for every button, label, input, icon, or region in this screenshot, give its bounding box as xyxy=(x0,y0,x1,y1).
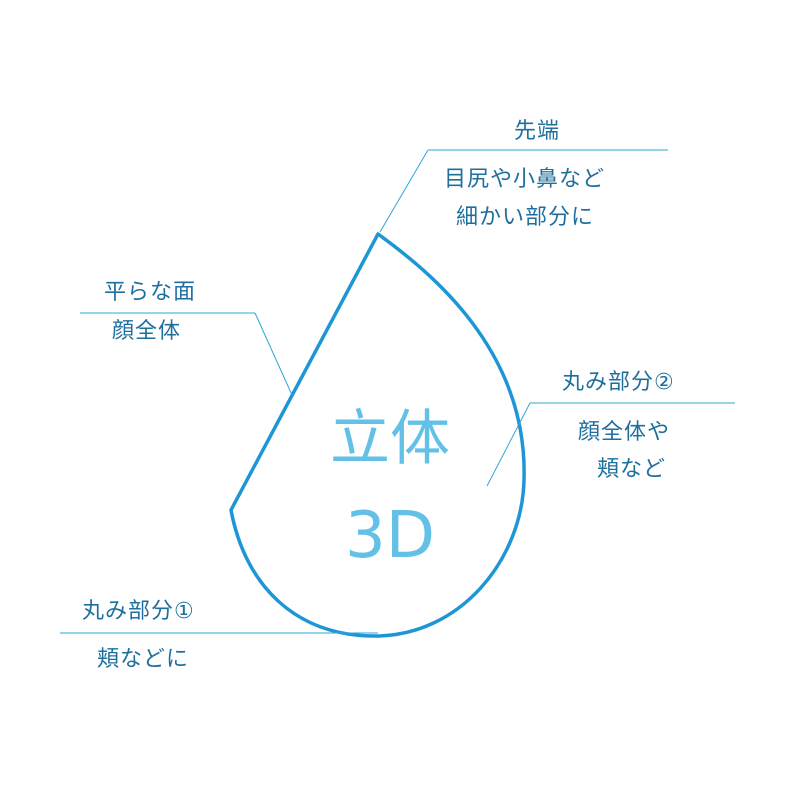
round2-line-1: 顔全体や xyxy=(578,420,671,445)
round2-line-2: 頬など xyxy=(597,457,667,482)
tip-title: 先端 xyxy=(514,119,561,144)
drop-outline xyxy=(229,232,526,638)
flat-leader xyxy=(254,312,293,396)
tip-leader xyxy=(379,149,429,233)
round2-title: 丸み部分② xyxy=(562,370,675,395)
center-label-kanji: 立体 xyxy=(330,404,450,474)
center-label-3d: 3D xyxy=(345,499,435,573)
round1-title: 丸み部分① xyxy=(82,599,195,624)
tip-line-2: 細かい部分に xyxy=(456,205,595,230)
tip-line-1: 目尻や小鼻など xyxy=(444,167,606,192)
round1-line-1: 頬などに xyxy=(97,647,190,672)
round2-leader xyxy=(486,402,531,487)
flat-line-1: 顔全体 xyxy=(112,319,182,344)
flat-title: 平らな面 xyxy=(104,280,197,305)
